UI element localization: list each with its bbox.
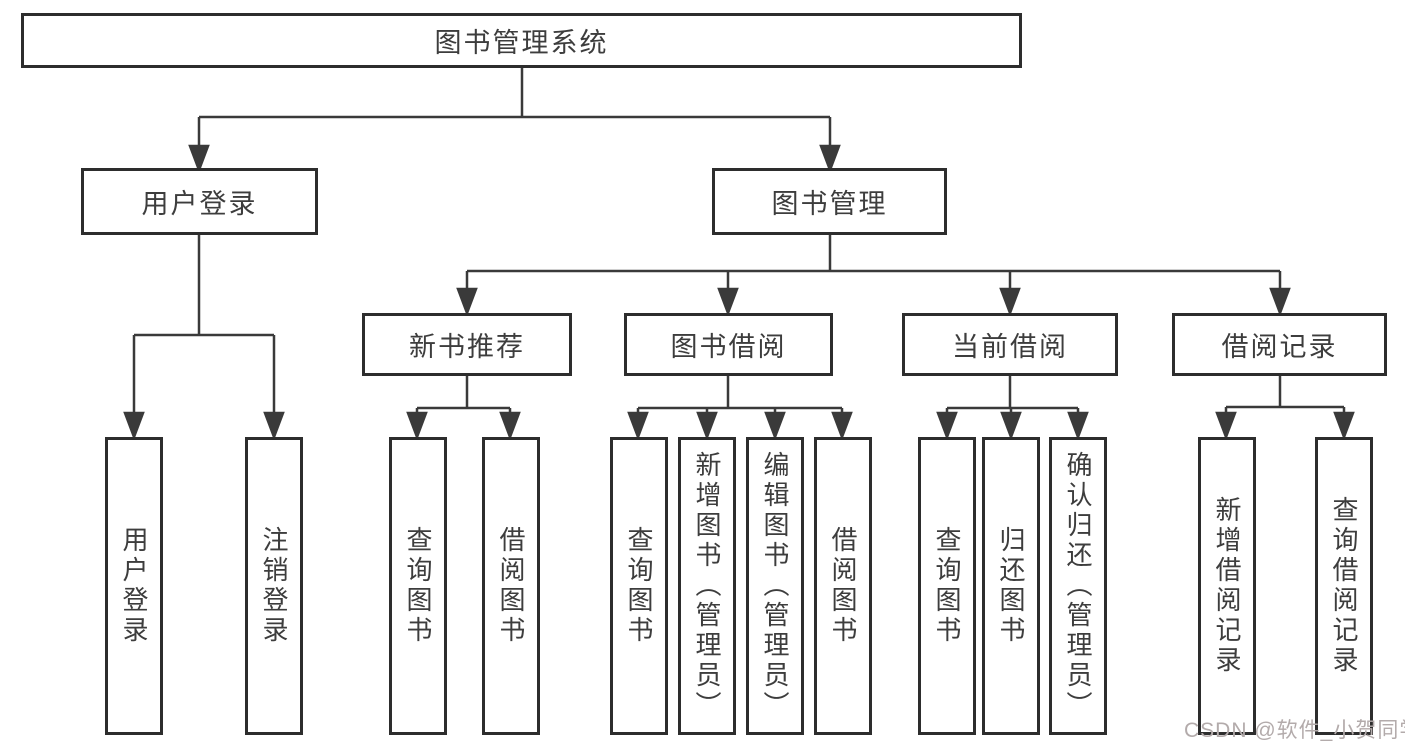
leaf-logout: 注销登录 bbox=[245, 437, 303, 735]
leaf-label: 查询图书 bbox=[624, 526, 654, 646]
node-book-borrowing: 图书借阅 bbox=[624, 313, 833, 376]
leaf-query-books-current: 查询图书 bbox=[918, 437, 976, 735]
node-new-book-recommend: 新书推荐 bbox=[362, 313, 572, 376]
leaf-edit-books-admin: 编辑图书（管理员） bbox=[746, 437, 804, 735]
leaf-user-login: 用户登录 bbox=[105, 437, 163, 735]
leaf-label: 新增图书（管理员） bbox=[692, 451, 722, 721]
leaf-label: 查询图书 bbox=[932, 526, 962, 646]
leaf-label: 确认归还（管理员） bbox=[1063, 451, 1093, 721]
leaf-add-books-admin: 新增图书（管理员） bbox=[678, 437, 736, 735]
leaf-add-borrow-record: 新增借阅记录 bbox=[1198, 437, 1256, 735]
node-current-borrowing: 当前借阅 bbox=[902, 313, 1118, 376]
edges-new-book-to-leaves bbox=[406, 376, 521, 441]
leaf-query-books-borrow: 查询图书 bbox=[610, 437, 668, 735]
leaf-label: 查询借阅记录 bbox=[1329, 496, 1359, 676]
leaf-label: 借阅图书 bbox=[496, 526, 526, 646]
leaf-query-borrow-record: 查询借阅记录 bbox=[1315, 437, 1373, 735]
node-user-login: 用户登录 bbox=[81, 168, 318, 235]
leaf-label: 用户登录 bbox=[119, 526, 149, 646]
edges-user-login-to-leaves bbox=[123, 235, 285, 441]
edges-borrow-record-to-leaves bbox=[1215, 376, 1355, 441]
leaf-query-books-recommend: 查询图书 bbox=[389, 437, 447, 735]
edges-book-mgmt-to-level3 bbox=[456, 235, 1291, 317]
leaf-label: 归还图书 bbox=[996, 526, 1026, 646]
csdn-watermark: CSDN @软件_小贺同学 bbox=[1184, 719, 1405, 742]
leaf-borrow-books-recommend: 借阅图书 bbox=[482, 437, 540, 735]
node-root-system: 图书管理系统 bbox=[21, 13, 1022, 68]
node-book-management: 图书管理 bbox=[712, 168, 947, 235]
leaf-label: 查询图书 bbox=[403, 526, 433, 646]
edges-root-to-level2 bbox=[188, 67, 841, 174]
leaf-label: 编辑图书（管理员） bbox=[760, 451, 790, 721]
edges-book-borrow-to-leaves bbox=[627, 376, 853, 441]
leaf-label: 新增借阅记录 bbox=[1212, 496, 1242, 676]
leaf-return-books: 归还图书 bbox=[982, 437, 1040, 735]
node-borrowing-records: 借阅记录 bbox=[1172, 313, 1387, 376]
leaf-borrow-books: 借阅图书 bbox=[814, 437, 872, 735]
leaf-label: 借阅图书 bbox=[828, 526, 858, 646]
leaf-confirm-return-admin: 确认归还（管理员） bbox=[1049, 437, 1107, 735]
edges-current-borrow-to-leaves bbox=[936, 376, 1089, 441]
leaf-label: 注销登录 bbox=[259, 526, 289, 646]
